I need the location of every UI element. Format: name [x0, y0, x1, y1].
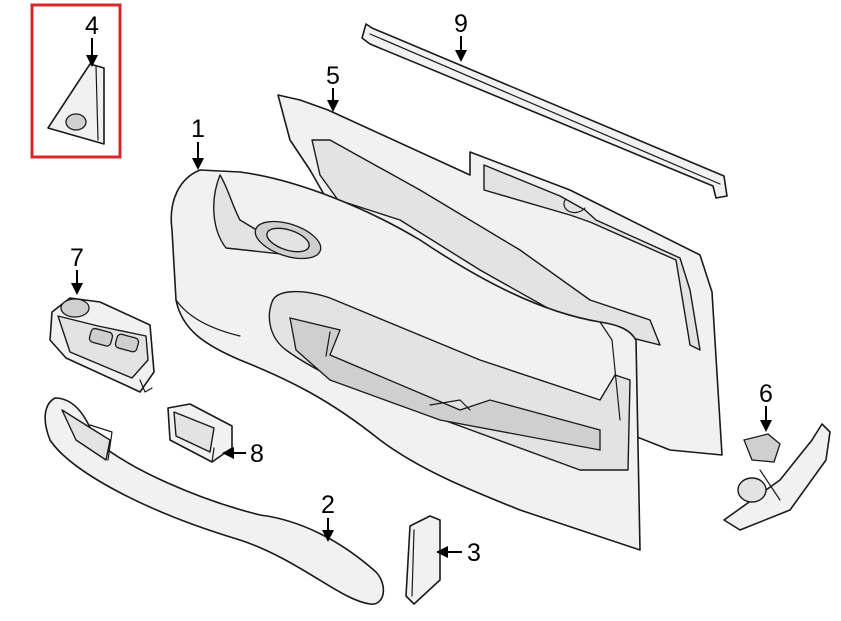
- leader-2: [322, 518, 334, 542]
- part-1-door-trim-panel[interactable]: [170, 169, 641, 551]
- leader-8: [222, 447, 246, 459]
- callout-4: 4: [85, 12, 99, 40]
- callout-8: 8: [250, 440, 264, 468]
- leader-3: [436, 546, 462, 558]
- callout-9: 9: [454, 10, 468, 38]
- callout-5: 5: [326, 62, 340, 90]
- part-3-trim-cover[interactable]: [405, 515, 441, 605]
- part-6-handle-bracket[interactable]: [723, 423, 831, 531]
- leader-4: [86, 38, 98, 67]
- part-2-armrest[interactable]: [44, 397, 385, 605]
- leader-9: [455, 36, 467, 62]
- part-9-weatherstrip[interactable]: [361, 23, 728, 199]
- callout-2: 2: [321, 491, 335, 519]
- part-8-switch-bezel[interactable]: [167, 403, 233, 463]
- highlight-box: [30, 3, 122, 159]
- callout-6: 6: [759, 380, 773, 408]
- part-4-mirror-trim[interactable]: [47, 63, 105, 145]
- leader-5: [327, 88, 339, 112]
- leader-7: [71, 270, 83, 295]
- leader-6: [760, 406, 772, 432]
- leader-1: [192, 142, 204, 170]
- callout-3: 3: [467, 539, 481, 567]
- part-7-window-switch[interactable]: [49, 297, 155, 393]
- callout-7: 7: [70, 244, 84, 272]
- callout-1: 1: [191, 115, 205, 143]
